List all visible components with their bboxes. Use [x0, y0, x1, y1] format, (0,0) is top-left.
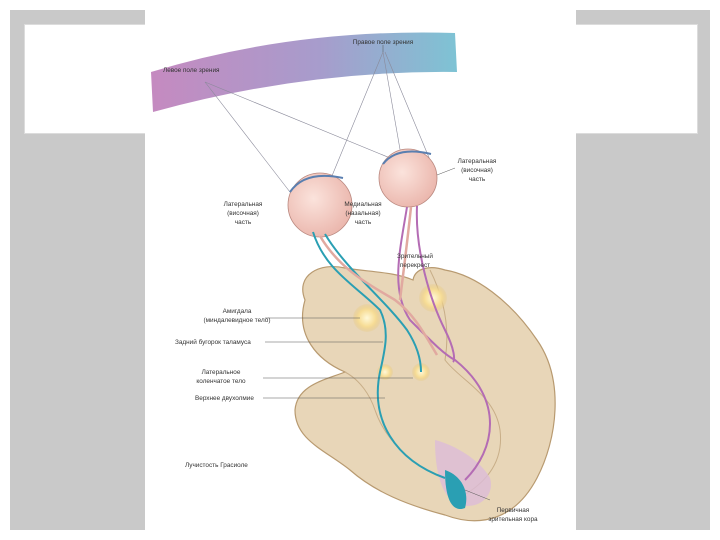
label-temporal-line1: Латеральная [224, 201, 263, 208]
label-right-field: Правое поле зрения [353, 39, 414, 46]
label-left-field: Левое поле зрения [163, 67, 220, 74]
leader-lines [263, 45, 491, 501]
label-chiasm-line2: перекрест [400, 262, 430, 269]
label-amygdala-line2: (миндалевидное тело) [204, 317, 271, 324]
label-medial-line1: Медиальная [344, 201, 382, 208]
label-cortex-line1: Первичная [497, 507, 530, 514]
label-medial-line3: часть [355, 219, 372, 226]
label-radiation: Лучистость Грасиоле [185, 462, 248, 469]
right-eye [378, 148, 438, 208]
purple-pathway [397, 205, 491, 481]
amygdala-left [353, 304, 381, 332]
visual-pathway-diagram: Правое поле зрения Левое поле зрения Лат… [151, 32, 556, 523]
visual-pathway-figure: Правое поле зрения Левое поле зрения Лат… [145, 0, 576, 540]
teal-pathway [312, 231, 446, 479]
light-rays [204, 51, 436, 206]
label-chiasm-line1: Зрительный [397, 252, 433, 260]
label-lateral-line2: (височная) [461, 167, 493, 174]
label-lgn-line1: Латеральное [202, 369, 241, 376]
amygdala-right [419, 284, 447, 312]
visual-field-arc [151, 32, 457, 113]
label-pulvinar: Задний бугорок таламуса [175, 338, 251, 346]
label-medial-line2: (назальная) [345, 210, 380, 217]
label-amygdala-line1: Амигдала [223, 308, 252, 315]
label-lateral-line3: часть [469, 176, 486, 183]
left-eye [287, 172, 353, 238]
label-temporal-line3: часть [235, 219, 252, 226]
label-superior-colliculus: Верхнее двухолмие [195, 395, 254, 402]
label-cortex-line2: зрительная кора [488, 516, 538, 523]
label-lateral-line1: Латеральная [458, 158, 497, 165]
visual-cortex-teal [445, 470, 467, 510]
label-lgn-line2: коленчатое тело [196, 378, 246, 385]
brain-outline [294, 266, 556, 522]
pink-pathway [318, 206, 439, 356]
label-temporal-line2: (височная) [227, 210, 259, 217]
